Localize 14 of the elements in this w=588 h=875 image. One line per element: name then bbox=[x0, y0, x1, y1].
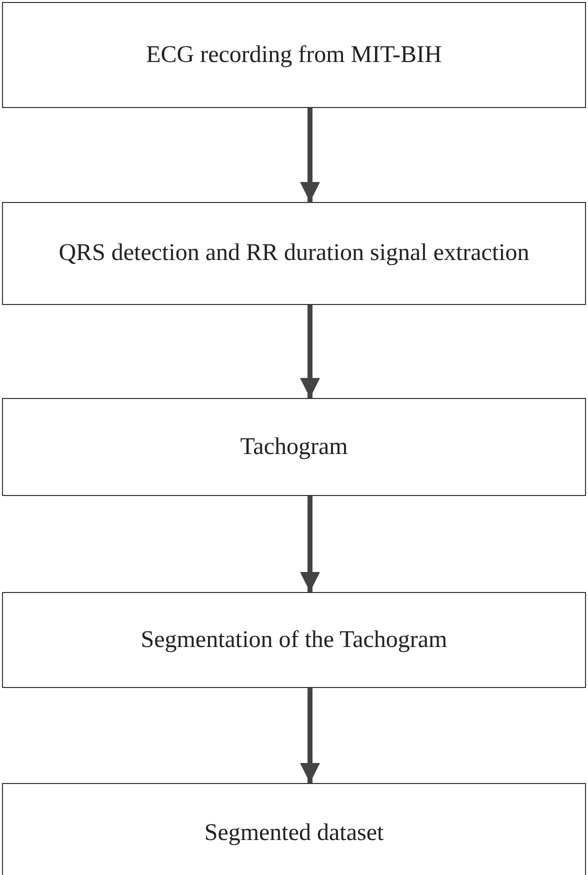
arrow bbox=[300, 305, 320, 398]
process-box bbox=[2, 2, 586, 108]
box-label: Segmented dataset bbox=[204, 818, 384, 848]
box-label: QRS detection and RR duration signal extraction bbox=[58, 239, 530, 268]
box-label: Tachogram bbox=[240, 432, 348, 462]
process-box bbox=[2, 592, 586, 688]
process-box bbox=[2, 783, 586, 875]
arrow bbox=[300, 108, 320, 202]
arrow bbox=[300, 496, 320, 592]
arrow bbox=[300, 688, 320, 783]
box-label: Segmentation of the Tachogram bbox=[140, 626, 448, 655]
process-box bbox=[2, 398, 586, 496]
process-box bbox=[2, 202, 586, 305]
box-label: ECG recording from MIT-BIH bbox=[146, 40, 442, 70]
